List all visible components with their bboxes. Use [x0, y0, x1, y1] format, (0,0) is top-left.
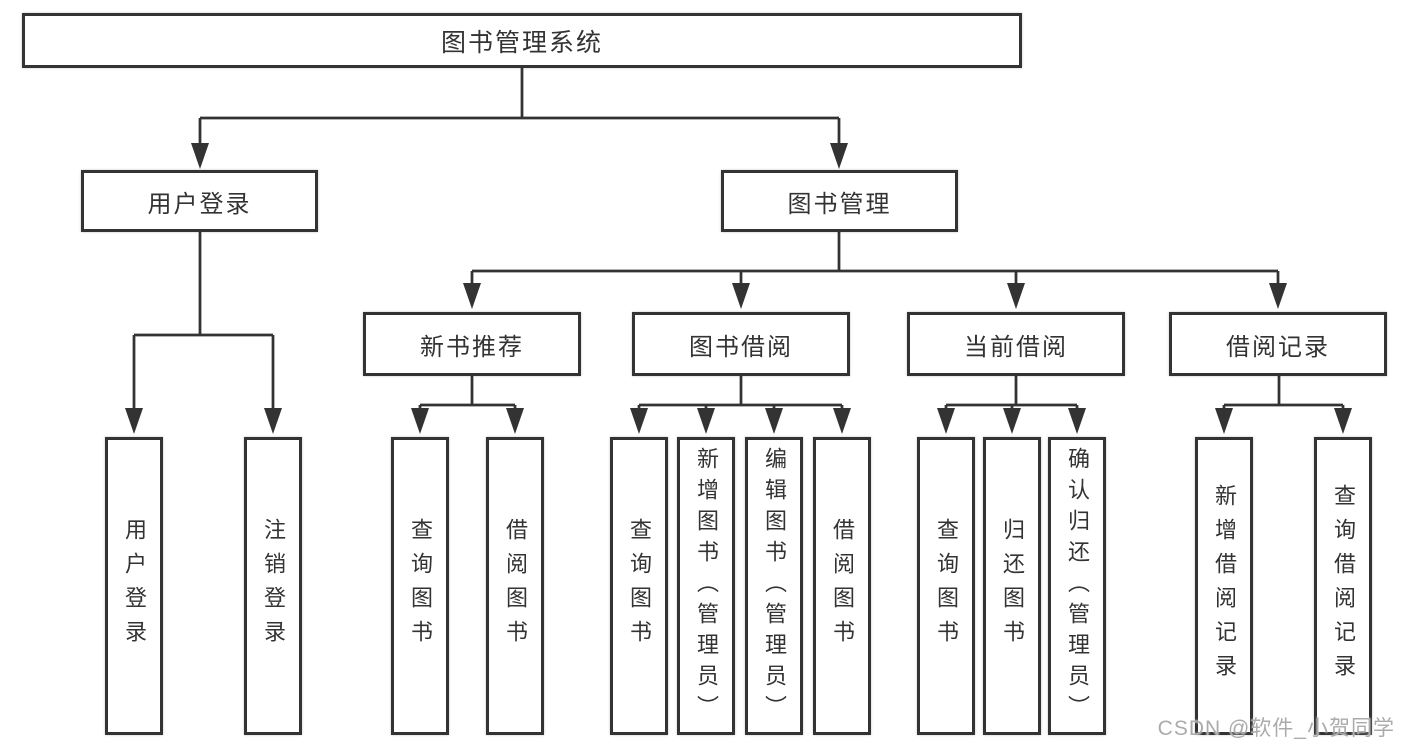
node-user-login: 用户登录: [81, 170, 318, 232]
leaf-return-book: 归还图书: [983, 437, 1041, 735]
node-borrowing-records: 借阅记录: [1169, 312, 1387, 376]
leaf-user-login: 用户登录: [105, 437, 163, 735]
leaf-borrow-books-recommend: 借阅图书: [486, 437, 544, 735]
leaf-logout: 注销登录: [244, 437, 302, 735]
leaf-query-books-current: 查询图书: [917, 437, 975, 735]
leaf-query-books-borrow: 查询图书: [610, 437, 668, 735]
node-book-management: 图书管理: [721, 170, 958, 232]
node-current-borrowing: 当前借阅: [907, 312, 1125, 376]
leaf-edit-book-admin: 编辑图书（管理员）: [745, 437, 803, 735]
node-book-borrowing: 图书借阅: [632, 312, 850, 376]
node-new-book-recommendation: 新书推荐: [363, 312, 581, 376]
leaf-add-book-admin: 新增图书（管理员）: [677, 437, 735, 735]
leaf-confirm-return-admin: 确认归还（管理员）: [1048, 437, 1106, 735]
leaf-query-borrow-record: 查询借阅记录: [1314, 437, 1372, 735]
leaf-query-books-recommend: 查询图书: [391, 437, 449, 735]
leaf-add-borrow-record: 新增借阅记录: [1195, 437, 1253, 735]
node-library-management-system: 图书管理系统: [22, 13, 1022, 68]
leaf-borrow-books: 借阅图书: [813, 437, 871, 735]
csdn-watermark: CSDN @软件_小贺同学: [1157, 717, 1395, 740]
